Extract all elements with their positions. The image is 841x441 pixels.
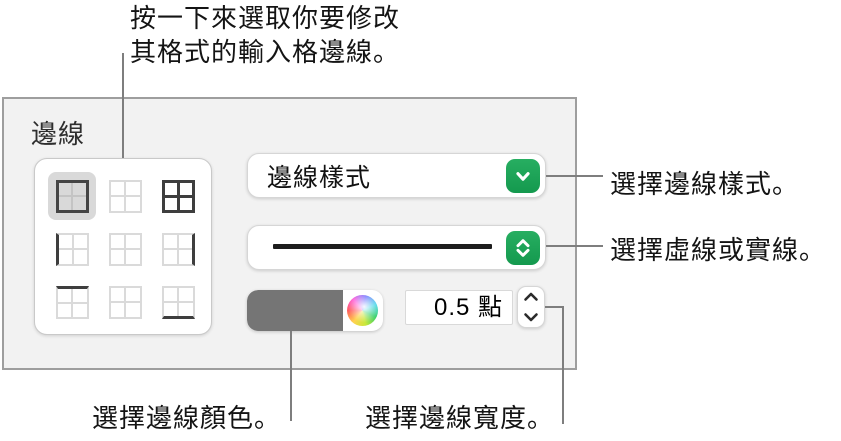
callout-line-color [290, 331, 292, 421]
border-button-right-edge[interactable] [154, 225, 202, 273]
all-borders-icon [161, 179, 195, 213]
callout-line-grid [122, 53, 124, 158]
callout-stroke-text: 選擇虛線或實線。 [610, 235, 827, 265]
callout-width-text: 選擇邊線寬度。 [365, 403, 555, 433]
border-button-top-edge[interactable] [48, 278, 96, 326]
border-style-dropdown[interactable]: 邊線樣式 [247, 153, 546, 198]
border-style-dropdown-label: 邊線樣式 [267, 163, 372, 192]
chevron-up-down-icon [516, 238, 530, 257]
stroke-type-dropdown[interactable] [247, 225, 546, 270]
chevron-down-icon [524, 313, 538, 322]
outer-edges-border-icon [55, 179, 89, 213]
stepper-up-button[interactable] [518, 287, 544, 307]
no-border-icon [108, 179, 142, 213]
callout-line-width-horiz [545, 306, 564, 308]
chevron-up-icon [524, 292, 538, 301]
chevron-down-icon [516, 171, 530, 181]
border-button-none-middle[interactable] [101, 225, 149, 273]
callout-line-style [546, 175, 603, 177]
no-border-icon [108, 285, 142, 319]
border-button-none-top[interactable] [101, 172, 149, 220]
border-style-dropdown-button[interactable] [506, 158, 540, 193]
right-edge-border-icon [161, 232, 195, 266]
border-color-well[interactable] [247, 290, 383, 331]
border-button-all-borders[interactable] [154, 172, 202, 220]
callout-top-line1: 按一下來選取你要修改 [130, 3, 401, 33]
left-edge-border-icon [55, 232, 89, 266]
color-picker-button[interactable] [343, 290, 383, 331]
border-button-left-edge[interactable] [48, 225, 96, 273]
no-border-icon [108, 232, 142, 266]
callout-style-text: 選擇邊線樣式。 [610, 169, 800, 199]
bottom-edge-border-icon [161, 285, 195, 319]
callout-color-text: 選擇邊線顏色。 [92, 403, 282, 433]
border-button-none-bottom[interactable] [101, 278, 149, 326]
stepper-down-button[interactable] [518, 307, 544, 327]
border-button-outer-edges[interactable] [48, 172, 96, 220]
top-edge-border-icon [55, 285, 89, 319]
border-pattern-grid [34, 158, 212, 335]
callout-line-width-vert [562, 306, 564, 424]
solid-line-preview [273, 244, 492, 249]
border-section-label: 邊線 [31, 119, 86, 149]
stroke-type-dropdown-button[interactable] [506, 230, 540, 265]
color-wheel-icon [347, 295, 378, 326]
border-width-stepper [517, 286, 545, 328]
border-width-field[interactable]: 0.5 點 [405, 290, 513, 325]
border-button-bottom-edge[interactable] [154, 278, 202, 326]
current-color-swatch[interactable] [247, 290, 343, 331]
callout-top-text: 按一下來選取你要修改 其格式的輸入格邊線。 [130, 1, 400, 69]
callout-top-line2: 其格式的輸入格邊線。 [130, 37, 401, 67]
border-settings-panel: 邊線 邊線樣式 [2, 97, 577, 370]
callout-line-stroke [546, 245, 603, 247]
